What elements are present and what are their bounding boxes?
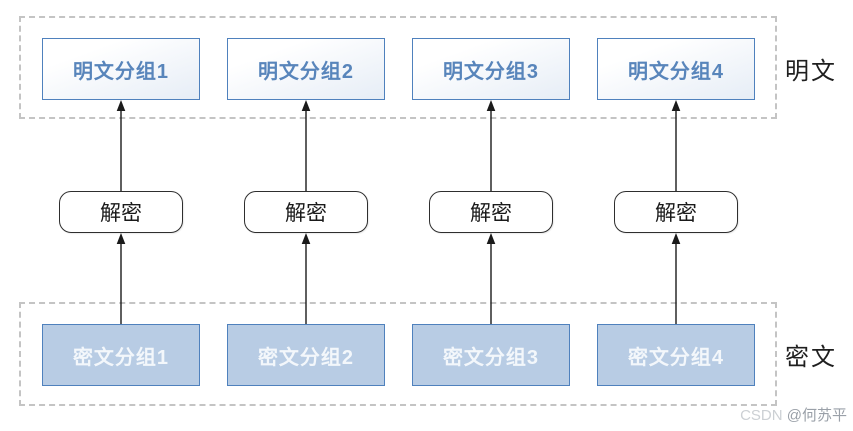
- ciphertext-section-label: 密文: [785, 344, 837, 371]
- ciphertext-block-4: 密文分组4: [597, 324, 755, 386]
- plaintext-section-label: 明文: [785, 58, 837, 85]
- decrypt-box-3-label: 解密: [470, 202, 512, 225]
- decryption-column-1: 明文分组1 解密 密文分组1: [42, 0, 200, 431]
- ciphertext-block-2: 密文分组2: [227, 324, 385, 386]
- decryption-column-2: 明文分组2 解密 密文分组2: [227, 0, 385, 431]
- ciphertext-block-4-label: 密文分组4: [627, 346, 725, 369]
- plaintext-block-3-label: 明文分组3: [442, 60, 540, 83]
- decrypt-box-1: 解密: [59, 191, 183, 233]
- watermark-brand: CSDN: [740, 407, 783, 424]
- plaintext-block-2: 明文分组2: [227, 38, 385, 100]
- decrypt-box-2-label: 解密: [285, 202, 327, 225]
- ciphertext-block-3: 密文分组3: [412, 324, 570, 386]
- plaintext-block-4-label: 明文分组4: [627, 60, 725, 83]
- decryption-column-3: 明文分组3 解密 密文分组3: [412, 0, 570, 431]
- decrypt-box-1-label: 解密: [100, 202, 142, 225]
- decrypt-box-4: 解密: [614, 191, 738, 233]
- plaintext-block-1: 明文分组1: [42, 38, 200, 100]
- ciphertext-group-container: [19, 302, 777, 406]
- plaintext-block-4: 明文分组4: [597, 38, 755, 100]
- ciphertext-block-1: 密文分组1: [42, 324, 200, 386]
- plaintext-group-container: [19, 16, 777, 119]
- decrypt-box-3: 解密: [429, 191, 553, 233]
- decrypt-box-2: 解密: [244, 191, 368, 233]
- watermark: CSDN @何苏平: [740, 404, 847, 425]
- decryption-column-4: 明文分组4 解密 密文分组4: [597, 0, 755, 431]
- plaintext-block-3: 明文分组3: [412, 38, 570, 100]
- watermark-author: @何苏平: [786, 407, 847, 424]
- ciphertext-block-2-label: 密文分组2: [257, 346, 355, 369]
- decrypt-box-4-label: 解密: [655, 202, 697, 225]
- plaintext-block-2-label: 明文分组2: [257, 60, 355, 83]
- plaintext-block-1-label: 明文分组1: [72, 60, 170, 83]
- ciphertext-block-1-label: 密文分组1: [72, 346, 170, 369]
- ciphertext-block-3-label: 密文分组3: [442, 346, 540, 369]
